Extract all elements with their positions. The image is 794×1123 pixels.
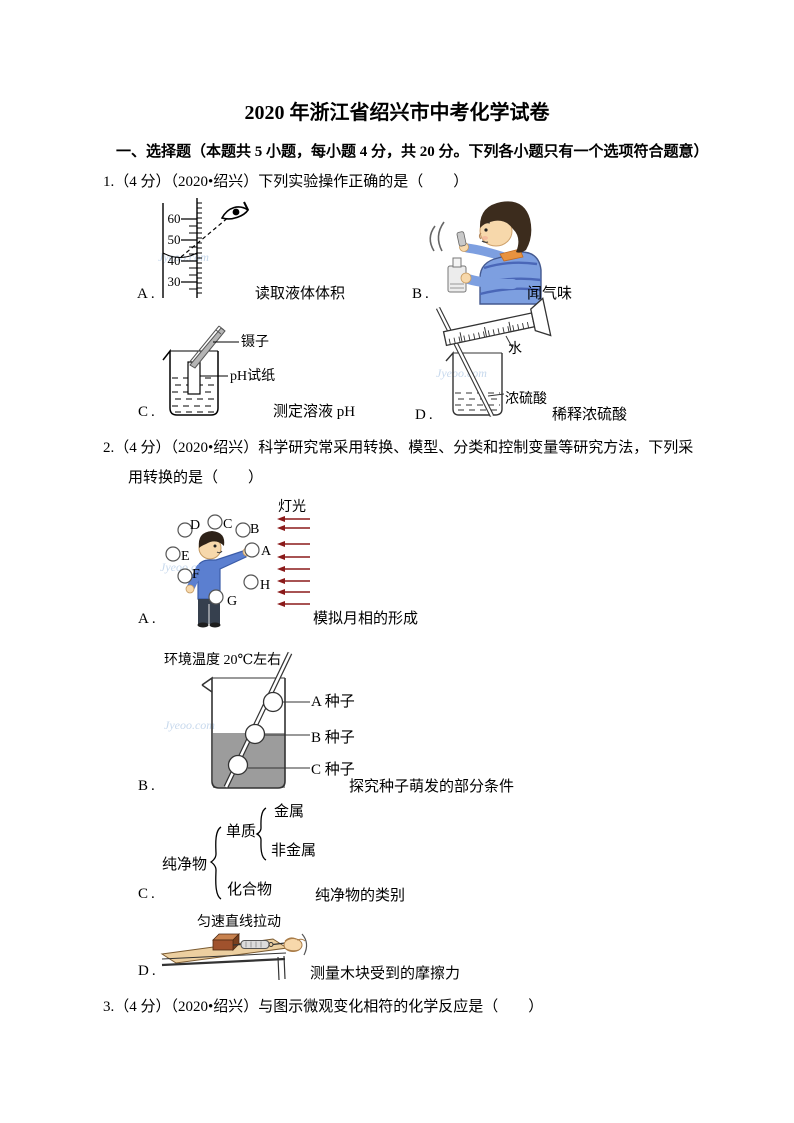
q2-option-c-caption: 纯净物的类别 <box>315 888 406 904</box>
moon-letter: B <box>250 522 259 537</box>
q2-option-d-caption: 测量木块受到的摩擦力 <box>310 966 461 982</box>
tree-nonmetal-label: 非金属 <box>271 843 317 859</box>
lamp-light-label: 灯光 <box>278 500 306 515</box>
q1-option-b-caption: 闻气味 <box>527 286 573 302</box>
figure-q1a-read-volume: 60 50 40 30 <box>162 198 250 298</box>
tweezers-label: 镊子 <box>241 335 269 350</box>
figure-q1c-ph-test <box>162 325 239 416</box>
tick-comb <box>197 202 202 294</box>
hair <box>479 201 532 253</box>
tree-compound-label: 化合物 <box>227 882 273 898</box>
label-lines <box>248 701 310 769</box>
q1-option-d-caption: 稀释浓硫酸 <box>552 407 628 423</box>
q2-option-d-label: D. <box>138 963 159 979</box>
label-lines <box>200 341 239 377</box>
q1-option-c-label: C. <box>138 404 158 420</box>
seed-c-label: C 种子 <box>311 762 355 778</box>
acid-dashes <box>455 392 500 411</box>
q2-option-b-label: B. <box>138 778 158 794</box>
acid-pointer <box>487 393 505 397</box>
tree-root-label: 纯净物 <box>162 857 208 873</box>
q1-option-c-caption: 测定溶液 pH <box>273 404 356 420</box>
figure-q2b-seeds <box>201 651 310 789</box>
eye-icon <box>220 201 250 220</box>
tree-brace-small <box>255 807 267 861</box>
ph-paper-label: pH试纸 <box>230 369 276 384</box>
acid-label: 浓硫酸 <box>505 392 547 407</box>
watermark: Jyeoo.com <box>164 718 215 732</box>
scale-label: 50 <box>168 232 181 247</box>
seed-circles <box>227 691 284 776</box>
q1-option-a-caption: 读取液体体积 <box>255 286 346 302</box>
beaker <box>201 676 286 789</box>
q2-option-c-label: C. <box>138 886 158 902</box>
meniscus <box>162 252 198 258</box>
section-heading: 一、选择题（本题共 5 小题，每小题 4 分，共 20 分。下列各小题只有一个选… <box>116 144 709 160</box>
q1-option-d-label: D. <box>415 407 436 423</box>
question-2-line2: 用转换的是（ ） <box>128 470 264 486</box>
water-pointer <box>505 335 513 348</box>
waft-lines <box>429 221 445 252</box>
q2-option-a-caption: 模拟月相的形成 <box>313 611 419 627</box>
moon-ball-circles <box>165 514 260 605</box>
moon-letter: D <box>190 518 200 533</box>
glass-rod <box>435 306 495 418</box>
water-label: 水 <box>508 342 522 357</box>
sight-line <box>180 215 231 258</box>
seed-b-label: B 种子 <box>311 730 355 746</box>
beaker <box>445 351 503 416</box>
table-edge <box>161 952 287 960</box>
moon-letter: C <box>223 517 232 532</box>
tweezers <box>187 325 226 369</box>
tree-brace-large <box>209 826 222 900</box>
question-1-line: 1.（4 分）（2020•绍兴）下列实验操作正确的是（ ） <box>103 174 469 190</box>
moon-letter: F <box>192 567 200 582</box>
beaker <box>162 348 219 416</box>
glass-stopper <box>456 231 467 247</box>
question-2-line1: 2.（4 分）（2020•绍兴）科学研究常采用转换、模型、分类和控制变量等研究方… <box>103 440 694 456</box>
moon-letter: G <box>227 594 237 609</box>
graduated-cylinder: 60 50 40 30 <box>162 198 202 298</box>
ambient-temp-label: 环境温度 20℃左右 <box>164 653 282 668</box>
q1-option-a-label: A. <box>137 286 158 302</box>
major-ticks <box>181 218 197 283</box>
table-leg <box>277 955 286 981</box>
boy-smelling-cartoon <box>429 201 542 305</box>
light-arrows <box>277 516 310 607</box>
figure-q1d-dilute-acid <box>435 297 552 418</box>
scale-label: 40 <box>168 253 181 268</box>
scale-label: 30 <box>168 274 181 289</box>
page-title: 2020 年浙江省绍兴市中考化学试卷 <box>244 102 550 124</box>
q2-option-a-label: A. <box>138 611 159 627</box>
figure-q1b-smell-gas <box>429 201 542 305</box>
moon-letter: H <box>260 578 270 593</box>
minor-ticks <box>189 225 197 290</box>
spring-scale <box>240 940 286 949</box>
wood-block <box>212 933 240 951</box>
tree-element-label: 单质 <box>226 824 257 840</box>
figure-q2a-moon-phases: D C B A E F G H <box>165 514 310 628</box>
q1-option-b-label: B. <box>412 286 432 302</box>
question-3-line: 3.（4 分）（2020•绍兴）与图示微观变化相符的化学反应是（ ） <box>103 999 544 1015</box>
seed-a-label: A 种子 <box>311 694 355 710</box>
q2-option-b-caption: 探究种子萌发的部分条件 <box>349 779 515 795</box>
pulling-hand <box>283 933 308 956</box>
scale-label: 60 <box>168 211 181 226</box>
figure-q2d-friction <box>160 933 308 981</box>
moon-letter: A <box>261 544 272 559</box>
boy-model-cartoon <box>185 531 252 628</box>
tree-metal-label: 金属 <box>274 804 305 820</box>
tilted-cylinder <box>442 297 552 347</box>
uniform-pull-label: 匀速直线拉动 <box>197 915 281 930</box>
moon-letter: E <box>181 549 190 564</box>
